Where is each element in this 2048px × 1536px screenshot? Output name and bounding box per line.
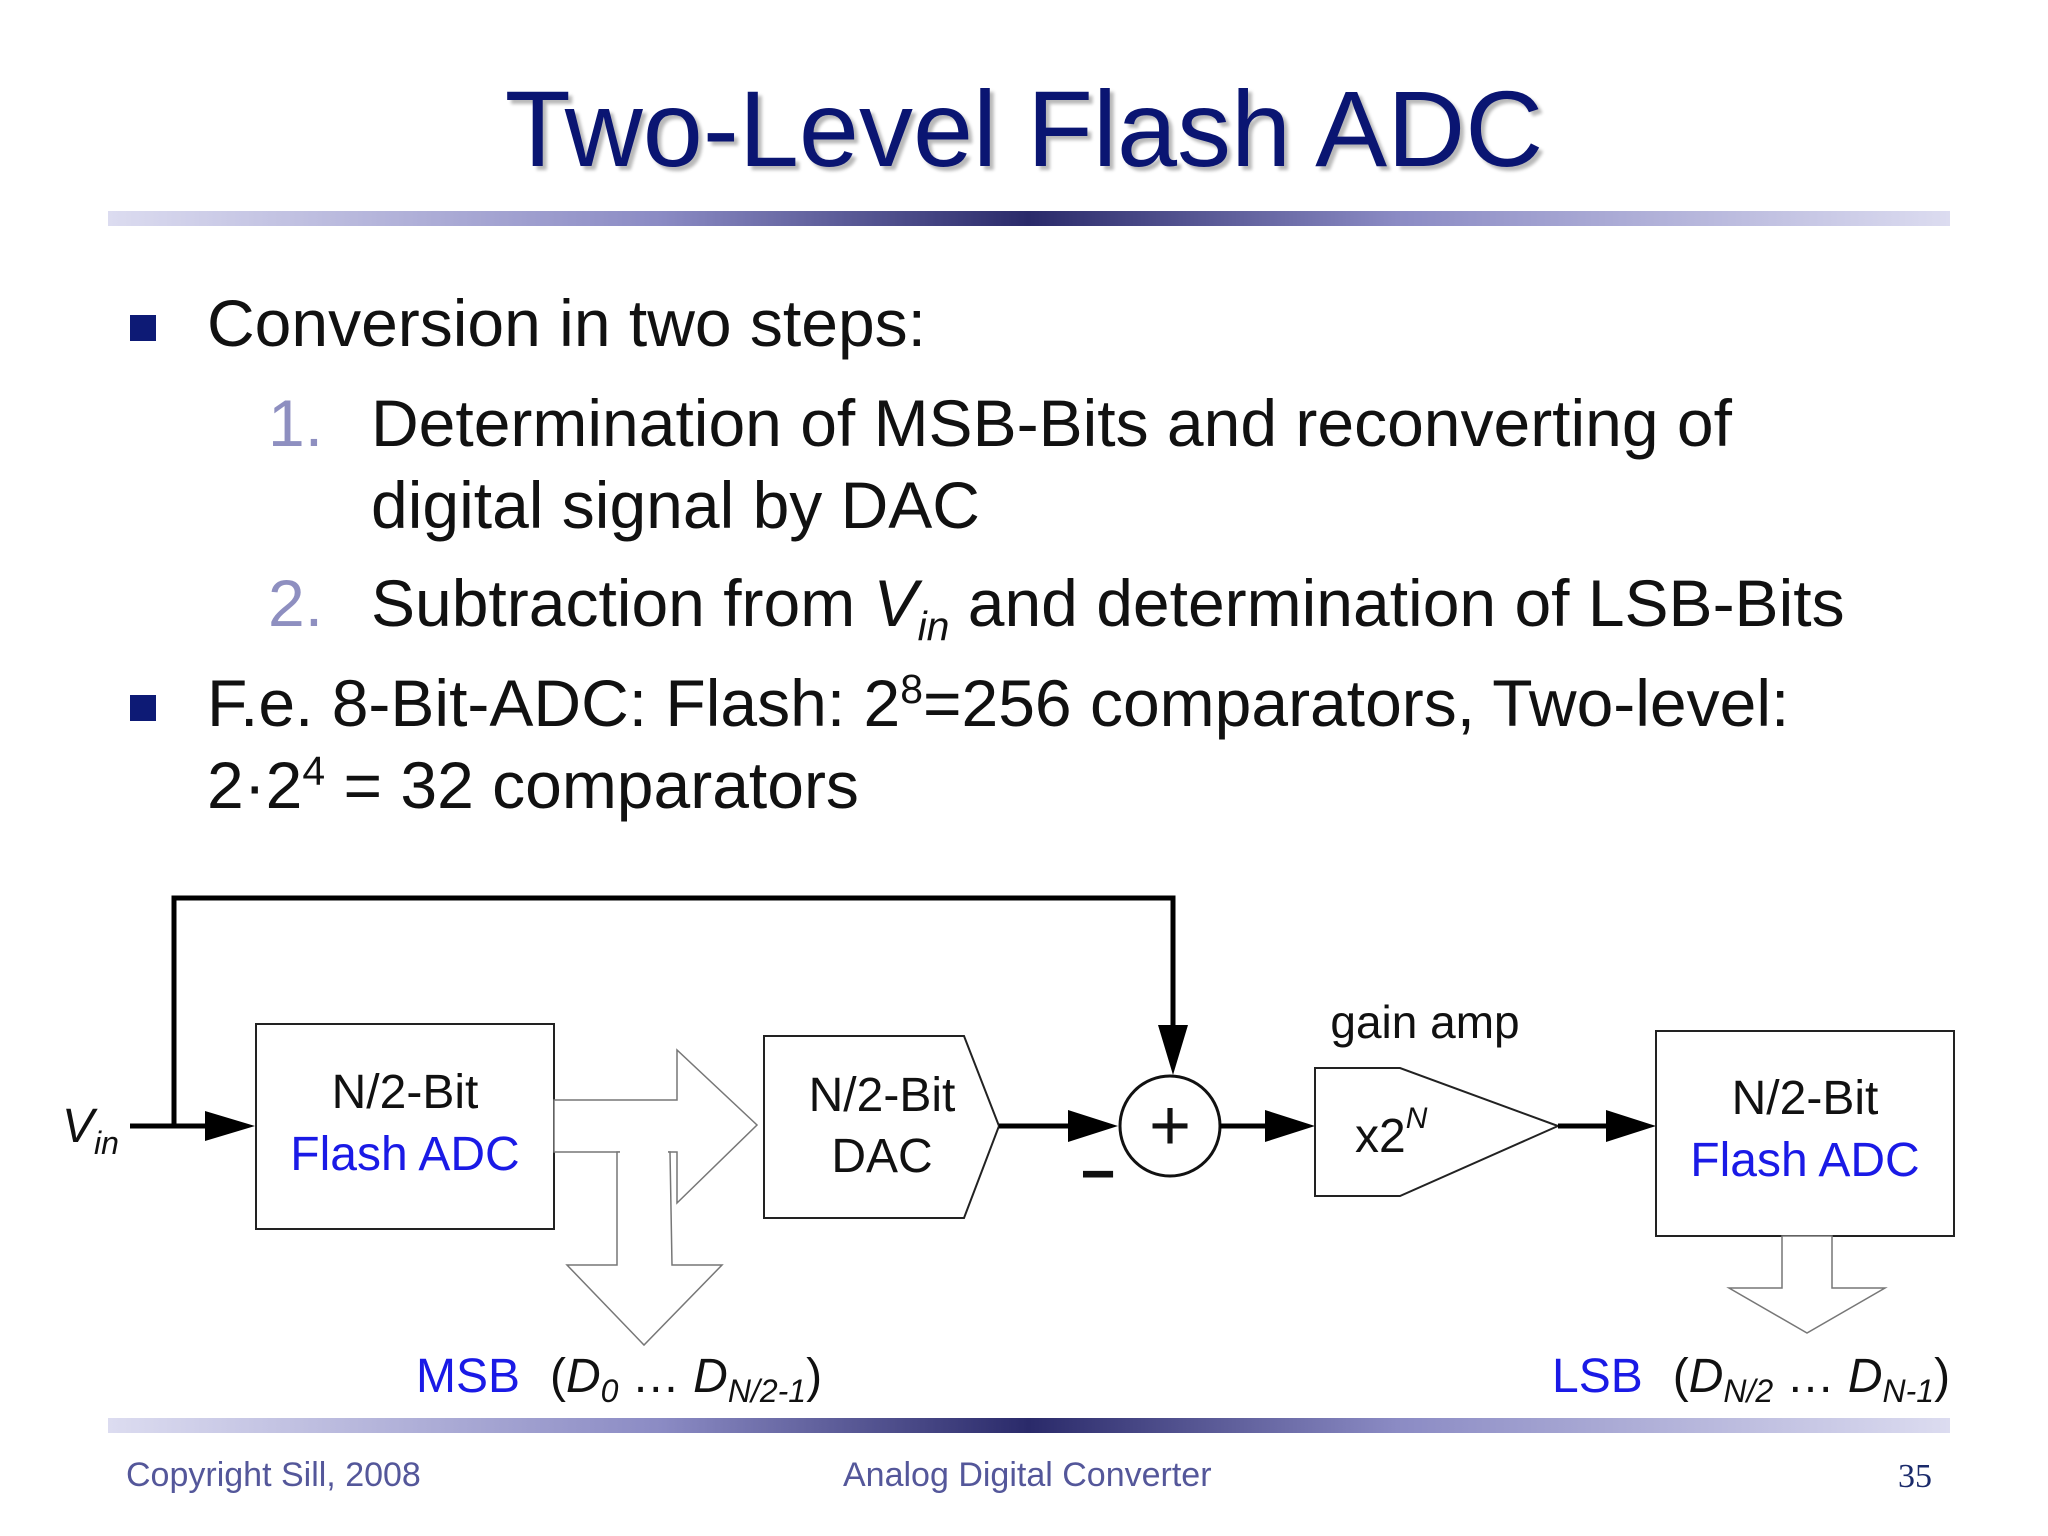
msb-output-arrow bbox=[565, 1151, 724, 1347]
gain-amp-value: x2N bbox=[1355, 1102, 1428, 1163]
adc1-box bbox=[255, 1023, 555, 1230]
footer-copyright: Copyright Sill, 2008 bbox=[126, 1456, 421, 1494]
footer-rule bbox=[108, 1418, 1950, 1433]
step-2-prefix: Subtraction from bbox=[371, 566, 874, 640]
bullet-text-2: F.e. 8-Bit-ADC: Flash: 28=256 comparator… bbox=[207, 666, 1789, 742]
step-number-1: 1. bbox=[268, 386, 324, 460]
bullet-2-sup: 8 bbox=[900, 666, 923, 712]
lsb-label: LSB(DN/2 … DN-1) bbox=[1552, 1350, 1950, 1409]
bullet-2-prefix: F.e. 8-Bit-ADC: Flash: 2 bbox=[207, 666, 901, 740]
bullet-2-suffix: =256 comparators, Two-level: bbox=[922, 666, 1790, 740]
adc2-input-arrowhead bbox=[1606, 1110, 1656, 1142]
step-2-text: Subtraction from Vin and determination o… bbox=[371, 566, 1845, 647]
adc2-box bbox=[1655, 1030, 1955, 1237]
dac-box bbox=[763, 1035, 1001, 1219]
minus-sign: − bbox=[1080, 1140, 1115, 1207]
bullet-square-icon bbox=[130, 695, 156, 721]
step-2-var-sub: in bbox=[917, 603, 950, 650]
vin-label: Vin bbox=[62, 1100, 119, 1161]
adc1-input-arrowhead bbox=[205, 1111, 255, 1141]
page-number: 35 bbox=[1898, 1458, 1932, 1495]
bullet-square-icon bbox=[130, 315, 156, 341]
adc1-line1: N/2-Bit bbox=[332, 1066, 479, 1119]
bullet-2-line2-sup: 4 bbox=[302, 748, 326, 794]
dac-line1: N/2-Bit bbox=[809, 1069, 956, 1122]
adc1-line2: Flash ADC bbox=[290, 1128, 519, 1181]
adder-plus-icon: + bbox=[1149, 1086, 1191, 1166]
msb-label: MSB(D0 … DN/2-1) bbox=[416, 1350, 822, 1409]
step-1-line-1: Determination of MSB-Bits and reconverti… bbox=[371, 386, 1732, 460]
feedforward-wire bbox=[171, 895, 1176, 1126]
gain-input-arrowhead bbox=[1265, 1110, 1315, 1142]
bullet-2-line2-prefix: 2·2 bbox=[207, 748, 303, 822]
adder-top-arrowhead bbox=[1158, 1025, 1188, 1075]
step-1-line-2: digital signal by DAC bbox=[371, 468, 980, 542]
msb-bus-arrow bbox=[553, 1048, 759, 1205]
title-rule bbox=[108, 211, 1950, 226]
footer-center-title: Analog Digital Converter bbox=[843, 1456, 1212, 1494]
step-2-var: V bbox=[873, 566, 918, 640]
step-number-2: 2. bbox=[268, 566, 324, 640]
gain-amp-shape bbox=[1314, 1067, 1561, 1197]
bullet-text-1: Conversion in two steps: bbox=[207, 286, 927, 360]
adc2-line2: Flash ADC bbox=[1690, 1134, 1919, 1187]
bullet-text-2-line-2: 2·24 = 32 comparators bbox=[207, 748, 859, 824]
step-2-suffix: and determination of LSB-Bits bbox=[949, 566, 1845, 640]
gain-amp-label: gain amp bbox=[1330, 996, 1519, 1048]
lsb-output-arrow bbox=[1726, 1235, 1888, 1334]
adder-left-arrowhead bbox=[1068, 1110, 1118, 1142]
slide-title: Two-Level Flash ADC bbox=[504, 68, 1544, 189]
adc2-line1: N/2-Bit bbox=[1732, 1072, 1879, 1125]
bullet-2-line2-suffix: = 32 comparators bbox=[325, 748, 859, 822]
dac-line2: DAC bbox=[831, 1130, 932, 1183]
